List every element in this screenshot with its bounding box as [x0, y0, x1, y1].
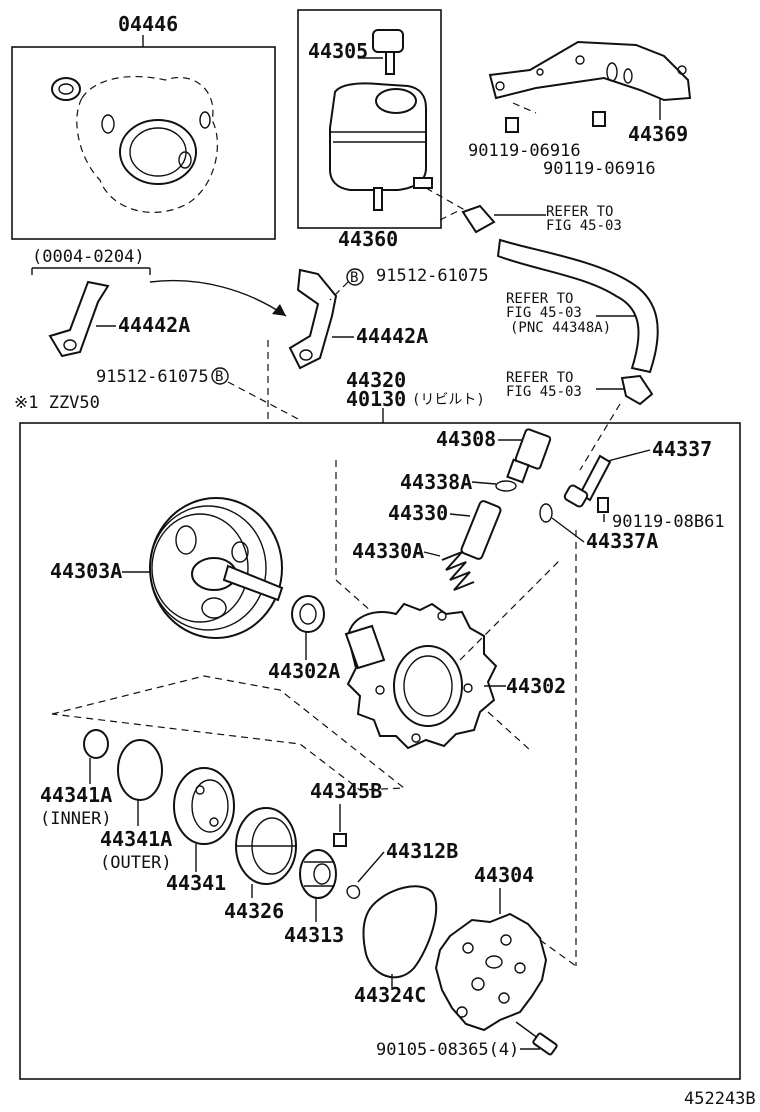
label-rebuilt: (リビルト) — [412, 392, 485, 408]
ref1-line-a: REFER TO — [546, 204, 613, 220]
bracket-44369: 44369 90119-06916 90119-06916 — [468, 40, 692, 179]
label-40130: 40130 — [346, 387, 406, 411]
label-44312b: 44312B — [386, 839, 458, 863]
gasket-44337a — [539, 503, 553, 523]
label-44337: 44337 — [652, 437, 712, 461]
note-inner: (INNER) — [40, 809, 112, 829]
reservoir-box: 44360 44305 — [297, 9, 442, 251]
label-44305: 44305 — [308, 39, 368, 63]
label-91512-61075-b: 91512-61075 — [96, 367, 209, 387]
o-ring-44341a-inner — [83, 729, 109, 759]
gasket-kit-box: 04446 — [11, 12, 276, 240]
label-44324c: 44324C — [354, 983, 426, 1007]
snap-ring-44312b — [346, 885, 361, 899]
flow-valve-44330 — [460, 500, 502, 560]
spring-44330a — [441, 551, 475, 591]
bolt-90105-08365 — [532, 1032, 558, 1056]
label-44337a: 44337A — [586, 529, 658, 553]
ref2-line-c: (PNC 44348A) — [510, 320, 611, 336]
bracket-44442a-right — [288, 268, 338, 370]
rear-housing-44304 — [434, 912, 548, 1032]
o-ring-44341a-outer — [117, 739, 163, 801]
ref2-line-a: REFER TO — [506, 291, 573, 307]
diagram-id: 452243B — [684, 1089, 756, 1109]
return-hose — [496, 238, 659, 374]
label-04446: 04446 — [118, 12, 178, 36]
bolt-90119-08b61 — [597, 497, 609, 513]
label-90119-06916-a: 90119-06916 — [468, 141, 581, 161]
bearing-44302a — [291, 595, 325, 633]
label-44442a-right: 44442A — [356, 324, 428, 348]
hose-clamp-upper — [461, 204, 496, 234]
gasket-44324c — [362, 885, 438, 979]
label-44303a: 44303A — [50, 559, 122, 583]
label-44308: 44308 — [436, 427, 496, 451]
hose-clamp-lower — [620, 374, 654, 406]
cam-ring-44326 — [235, 807, 297, 885]
label-44345b: 44345B — [310, 779, 382, 803]
label-44341a-inner: 44341A — [40, 783, 112, 807]
label-90119-08b61: 90119-08B61 — [612, 512, 725, 532]
label-44369: 44369 — [628, 122, 688, 146]
label-44304: 44304 — [474, 863, 534, 887]
side-plate-44341 — [173, 767, 235, 845]
label-44302: 44302 — [506, 674, 566, 698]
bolt-90119-06916-a — [505, 117, 519, 133]
pipe-44337 — [578, 454, 612, 502]
label-44341a-outer: 44341A — [100, 827, 172, 851]
label-44360: 44360 — [338, 227, 398, 251]
label-90105-08365: 90105-08365(4) — [376, 1040, 519, 1060]
oil-seal-ring — [51, 77, 81, 101]
ref2-line-b: FIG 45-03 — [506, 305, 582, 321]
label-44330a: 44330A — [352, 539, 424, 563]
bracket-group: (0004-0204) 44442A B 91512-61075 44442A … — [14, 247, 489, 421]
bolt-90119-06916-b — [592, 111, 606, 127]
label-90119-06916-b: 90119-06916 — [543, 159, 656, 179]
label-91512-61075-a: 91512-61075 — [376, 266, 489, 286]
pump-assembly-box: 44320 40130 (リビルト) 44308 44338A 44330 44… — [19, 368, 741, 1080]
label-44442a-left: 44442A — [118, 313, 190, 337]
note-zzv50: ※1 ZZV50 — [14, 393, 100, 413]
note-outer: (OUTER) — [100, 853, 172, 873]
label-44320: 44320 — [346, 368, 406, 392]
date-range-label: (0004-0204) — [32, 247, 145, 267]
hose-assembly: REFER TO FIG 45-03 REFER TO FIG 45-03 (P… — [425, 187, 659, 406]
ref3-line-a: REFER TO — [506, 370, 573, 386]
pump-housing-44302 — [344, 602, 498, 750]
bracket-44442a-left — [48, 280, 110, 358]
pulley-44303a — [149, 497, 284, 639]
marker-b-bottom-text: B — [215, 369, 223, 385]
marker-b-top-text: B — [350, 270, 358, 286]
label-44341: 44341 — [166, 871, 226, 895]
label-44330: 44330 — [388, 501, 448, 525]
o-ring-44338a — [495, 480, 517, 492]
label-44338a: 44338A — [400, 470, 472, 494]
marker-b-bottom — [211, 367, 229, 385]
label-44313: 44313 — [284, 923, 344, 947]
marker-b-top — [346, 268, 364, 286]
ref1-line-b: FIG 45-03 — [546, 218, 622, 234]
ref3-line-b: FIG 45-03 — [506, 384, 582, 400]
vane-44345b — [333, 833, 347, 847]
rotor-44313 — [299, 849, 337, 899]
label-44326: 44326 — [224, 899, 284, 923]
label-44302a: 44302A — [268, 659, 340, 683]
